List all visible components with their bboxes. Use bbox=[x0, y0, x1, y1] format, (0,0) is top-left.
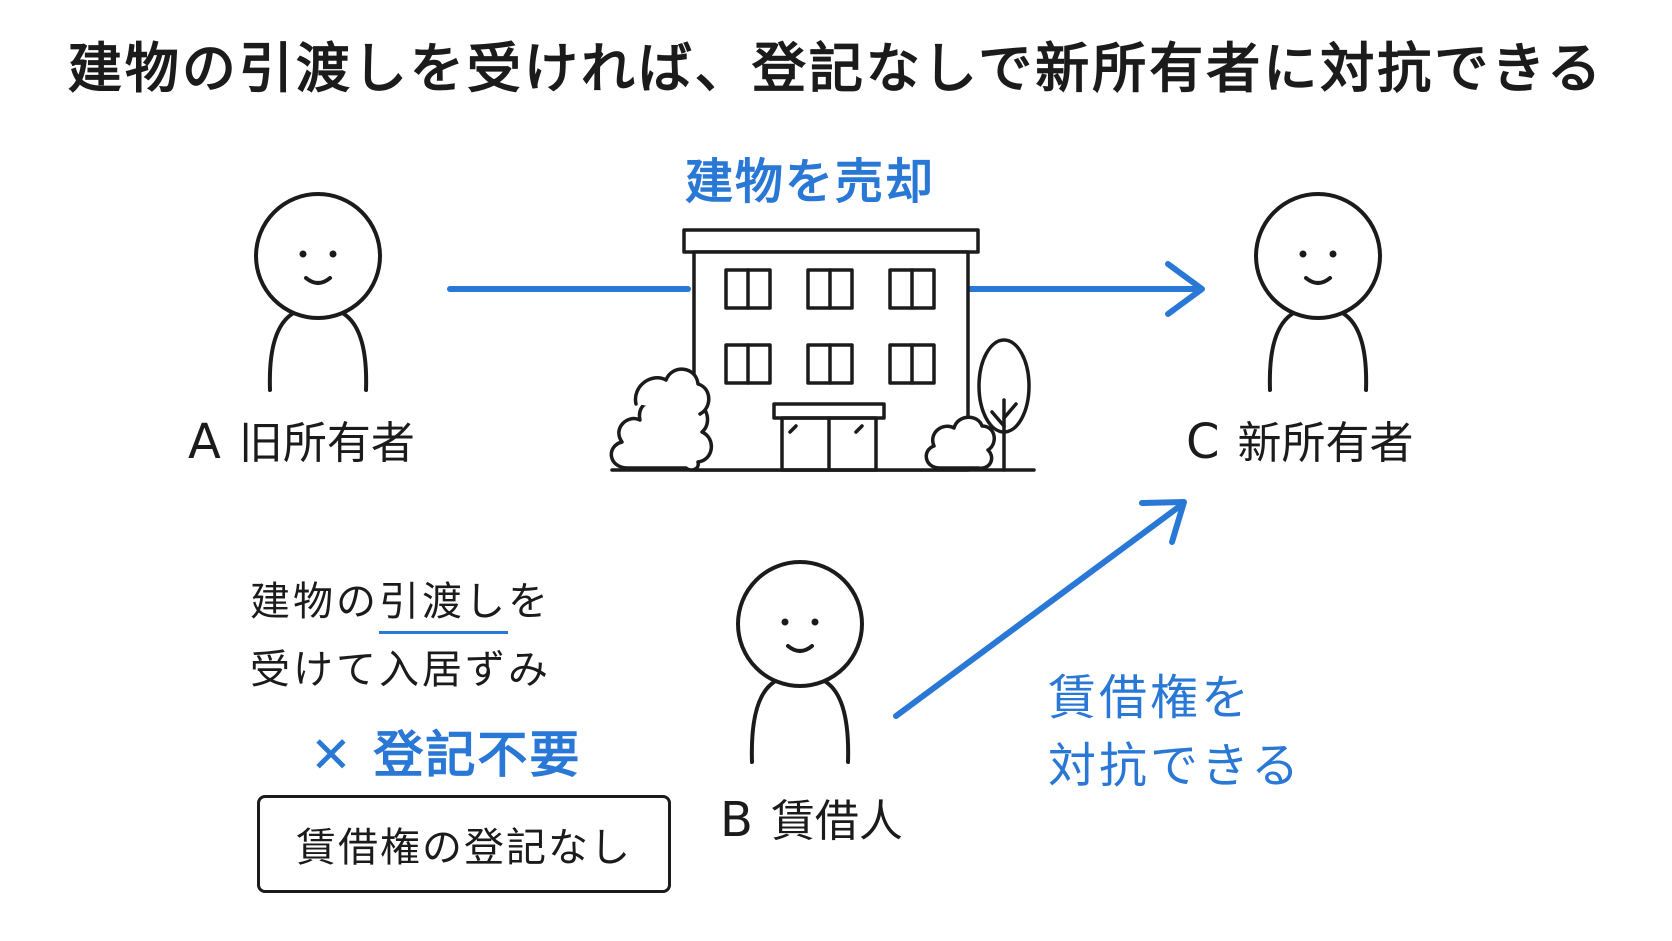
sale-label: 建物を売却 bbox=[684, 154, 935, 210]
person-a-role: 旧所有者 bbox=[238, 418, 415, 469]
person-b-figure bbox=[736, 560, 864, 764]
no-registration-text: 賃借権の登記なし bbox=[296, 825, 632, 871]
person-b-letter: B bbox=[720, 792, 753, 848]
building-windows bbox=[724, 268, 936, 385]
cross-icon: ✕ bbox=[310, 726, 354, 784]
lease-opposable-line1: 賃借権を bbox=[1048, 670, 1253, 726]
person-a-letter: A bbox=[188, 414, 221, 470]
handover-note-line2: 受けて入居ずみ bbox=[250, 647, 551, 693]
registration-unneeded-text: 登記不要 bbox=[373, 726, 582, 784]
person-b-role: 賃借人 bbox=[770, 796, 903, 847]
handover-note-line1: 建物の引渡しを bbox=[250, 579, 551, 634]
person-a-figure bbox=[254, 192, 382, 392]
handover-note-prefix: 建物の bbox=[250, 579, 379, 625]
tree-right bbox=[977, 338, 1031, 472]
diagram-title: 建物の引渡しを受ければ、登記なしで新所有者に対抗できる bbox=[67, 37, 1605, 100]
lease-opposable-line2: 対抗できる bbox=[1048, 738, 1303, 794]
bush-left bbox=[609, 367, 713, 472]
handover-note-suffix: を bbox=[508, 579, 551, 625]
building-entrance bbox=[772, 402, 886, 472]
person-c-role: 新所有者 bbox=[1237, 418, 1414, 469]
person-c-figure bbox=[1254, 192, 1382, 392]
building-illustration bbox=[609, 228, 1036, 472]
no-registration-box: 賃借権の登記なし bbox=[257, 795, 671, 893]
handover-note-underlined: 引渡し bbox=[379, 579, 508, 634]
registration-unneeded: ✕ 登記不要 bbox=[310, 730, 581, 780]
bush-right bbox=[924, 415, 996, 470]
person-c-letter: C bbox=[1186, 414, 1220, 470]
sale-arrow bbox=[447, 261, 1205, 317]
lease-arrow bbox=[893, 499, 1187, 719]
